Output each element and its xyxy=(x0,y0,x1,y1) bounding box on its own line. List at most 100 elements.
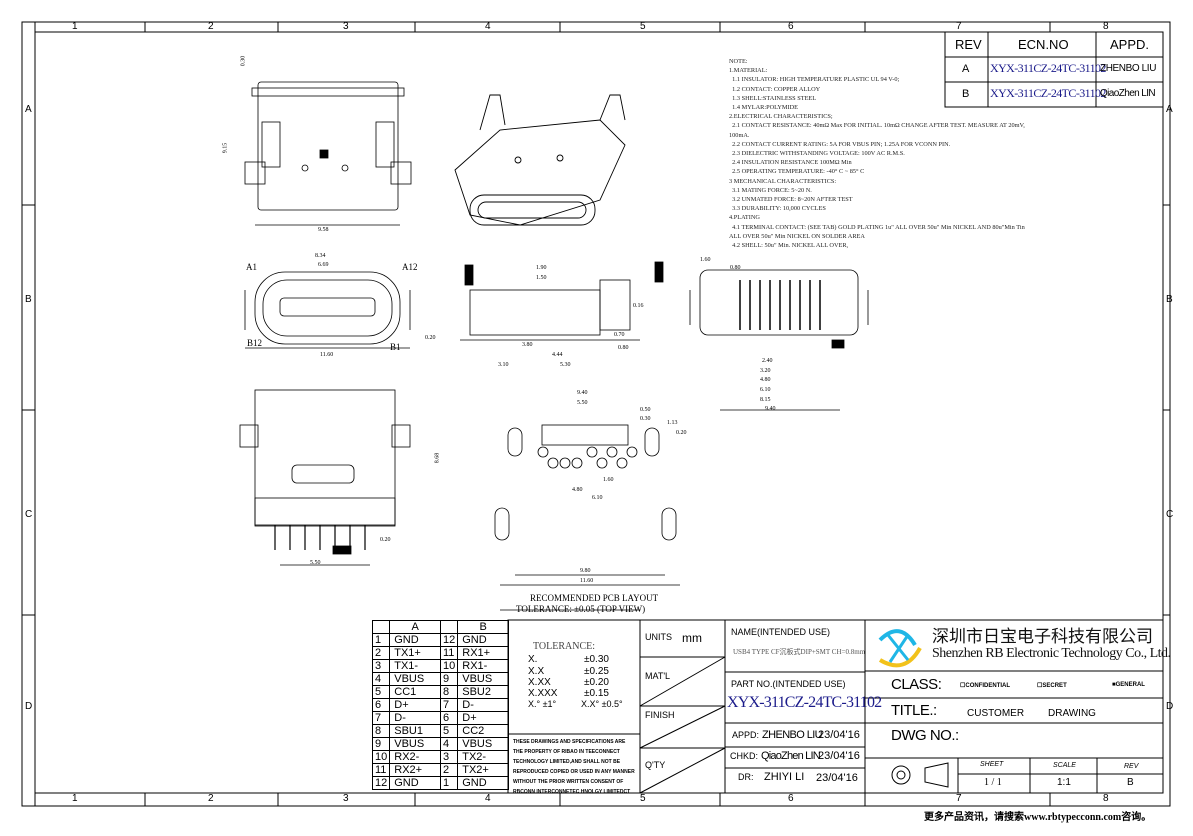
footer-text: 更多产品资讯，请搜索www.rbtypecconn.com咨询。 xyxy=(924,812,1152,823)
pin-signal: GND xyxy=(389,776,441,790)
class-option-confidential[interactable]: ☐CONFIDENTIAL xyxy=(960,683,1011,689)
qty-label: Q'TY xyxy=(645,760,666,770)
top-view-drawing xyxy=(244,81,412,226)
note-line: 4.2 SHELL: 50u" Min. NICKEL ALL OVER, xyxy=(729,242,849,250)
appd-name: ZHENBO LIU xyxy=(762,729,823,741)
pin-signal: GND xyxy=(457,633,509,647)
pin-number: 12 xyxy=(439,633,459,647)
pin-number: 3 xyxy=(371,659,391,673)
units-label: UNITS xyxy=(645,632,672,642)
dr-label: DR: xyxy=(738,772,754,782)
title-block-grid xyxy=(507,619,1164,794)
pin-signal: TX2+ xyxy=(457,763,509,777)
note-line: 2.2 CONTACT CURRENT RATING: 5A FOR VBUS … xyxy=(729,140,951,148)
title-label: TITLE.: xyxy=(891,702,937,719)
pin-header-b: B xyxy=(457,620,509,634)
pin-number: 8 xyxy=(439,685,459,699)
pin-label: A12 xyxy=(402,262,418,272)
dim: 3.10 xyxy=(498,362,509,368)
row-label: B xyxy=(25,294,32,305)
dim: 0.16 xyxy=(633,303,644,309)
scale-value: 1:1 xyxy=(1057,777,1071,788)
disclaimer-line: TECHNOLOGY LIMITED,AND SHALL NOT BE xyxy=(513,759,621,765)
class-option-secret[interactable]: ☐SECRET xyxy=(1037,683,1067,689)
dim: 1.13 xyxy=(667,420,678,426)
name-value: USB4 TYPE CF沉板式DIP+SMT CH=0.8mm xyxy=(733,648,866,656)
scale-label: SCALE xyxy=(1053,762,1076,769)
tolerance-value: ±0.15 xyxy=(584,688,609,699)
dim: 2.40 xyxy=(762,358,773,364)
dim: 1.60 xyxy=(700,257,711,263)
rev-value: A xyxy=(962,63,970,75)
pin-number: 5 xyxy=(371,685,391,699)
pin-signal: RX2- xyxy=(389,750,441,764)
col-label: 1 xyxy=(72,793,78,804)
note-line: 4.PLATING xyxy=(729,214,760,222)
dim: 0.20 xyxy=(676,430,687,436)
note-line: 2.5 OPERATING TEMPERATURE: -40° C ~ 85° … xyxy=(729,168,865,176)
tolerance-key: X. xyxy=(528,654,538,665)
col-label: 6 xyxy=(788,21,794,32)
note-line: 3.3 DURABILITY: 10,000 CYCLES xyxy=(729,205,826,213)
class-option-general[interactable]: ■GENERAL xyxy=(1112,682,1145,688)
class-label: CLASS: xyxy=(891,676,942,693)
pin-number: 8 xyxy=(371,724,391,738)
bottom-view-drawing xyxy=(239,389,411,566)
front-view-drawing xyxy=(244,271,411,349)
note-line: 100mA. xyxy=(729,131,750,139)
ecn-header: ECN.NO xyxy=(1018,37,1069,52)
dim: 4.80 xyxy=(572,487,583,493)
rev-value: B xyxy=(1127,777,1134,788)
pin-label: B12 xyxy=(247,338,263,348)
dim: 8.68 xyxy=(434,452,441,464)
pin-number: 4 xyxy=(371,672,391,686)
pcb-layout-drawing xyxy=(494,424,680,611)
pcb-layout-title: RECOMMENDED PCB LAYOUT xyxy=(530,593,659,603)
note-line: ALL OVER 50u" Min NICKEL ON SOLDER AREA xyxy=(729,232,865,240)
pin-number: 10 xyxy=(439,659,459,673)
tolerance-value: ±0.20 xyxy=(584,677,609,688)
dim: 11.60 xyxy=(580,578,594,584)
rev-label: REV xyxy=(1124,763,1139,770)
pin-signal: D- xyxy=(457,698,509,712)
appd-value: QiaoZhen LIN xyxy=(1100,88,1156,99)
disclaimer-line: THE PROPERTY OF RIBAO IN TEECONNECT xyxy=(513,749,620,755)
dwg-no-label: DWG NO.: xyxy=(891,727,959,744)
notes-block: NOTE:1.MATERIAL: 1.1 INSULATOR: HIGH TEM… xyxy=(729,57,1025,250)
pin-signal: TX2- xyxy=(457,750,509,764)
row-label: C xyxy=(25,509,33,520)
appd-date: 23/04'16 xyxy=(818,729,860,741)
pin-number: 4 xyxy=(439,737,459,751)
company-logo xyxy=(878,629,922,668)
dim: 1.60 xyxy=(603,477,614,483)
pin-label: A1 xyxy=(246,262,257,272)
dim: 4.44 xyxy=(552,352,563,358)
sheet-label: SHEET xyxy=(980,761,1004,768)
pin-number: 6 xyxy=(439,711,459,725)
name-label: NAME(INTENDED USE) xyxy=(731,627,831,637)
dim: 9.40 xyxy=(577,390,588,396)
dim: 6.10 xyxy=(592,495,603,501)
col-label: 8 xyxy=(1103,793,1109,804)
dim: 11.60 xyxy=(320,352,334,358)
pin-signal: SBU1 xyxy=(389,724,441,738)
note-line: 3.1 MATING FORCE: 5~20 N. xyxy=(729,186,812,194)
ecn-value: XYX-311CZ-24TC-31102 xyxy=(990,61,1106,75)
pin-number: 6 xyxy=(371,698,391,712)
dim: 0.30 xyxy=(240,55,247,67)
dim: 0.70 xyxy=(614,332,625,338)
row-label: D xyxy=(1166,701,1174,712)
appd-value: ZHENBO LIU xyxy=(1100,63,1157,74)
pin-signal: RX2+ xyxy=(389,763,441,777)
pin-number: 7 xyxy=(371,711,391,725)
pin-number: 2 xyxy=(439,763,459,777)
chkd-date: 23/04'16 xyxy=(818,750,860,762)
pin-signal: SBU2 xyxy=(457,685,509,699)
part-no-value: XYX-311CZ-24TC-31102 xyxy=(727,694,882,711)
